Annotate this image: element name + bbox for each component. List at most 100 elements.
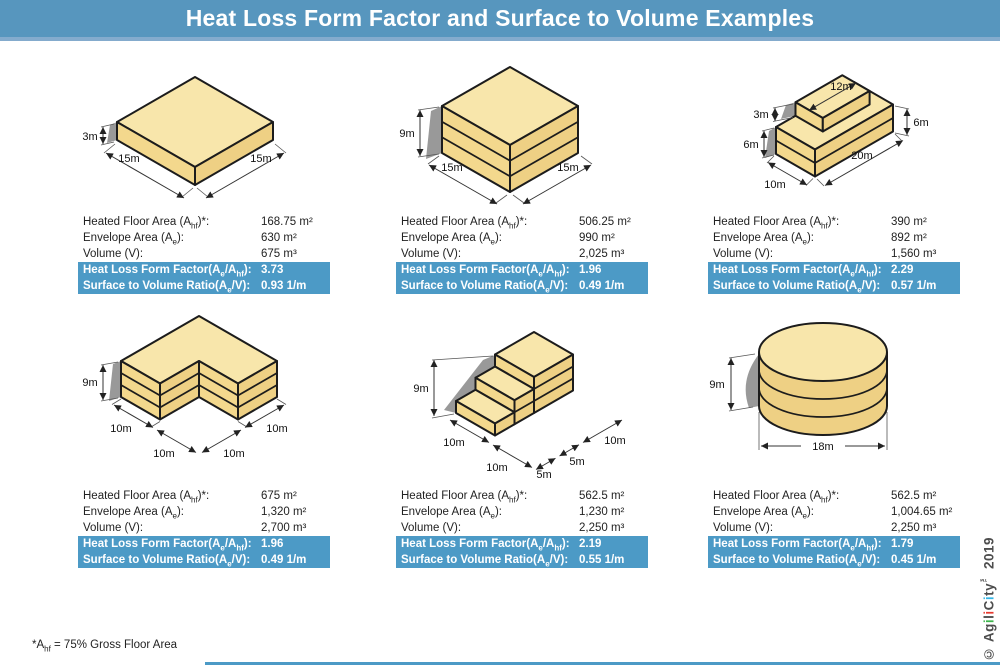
stat-row-surface_to_volume: Surface to Volume Ratio(Ae/V):0.49 1/m [78, 552, 330, 568]
dim-label: 10m [110, 423, 131, 435]
stat-label: Envelope Area (Ae): [401, 506, 502, 521]
dimensions: 9m 18m [709, 353, 888, 453]
stat-value: 1.79 [891, 538, 914, 550]
title-bar-strip [0, 37, 1000, 41]
dim-label: 9m [709, 379, 724, 391]
dim-label: 10m [443, 437, 464, 449]
stat-label: Heated Floor Area (Ahf)*: [401, 216, 528, 231]
stat-value: 675 m² [261, 490, 297, 502]
dim-label: 18m [812, 441, 833, 453]
stat-value: 3.73 [261, 264, 284, 276]
figure-stepped-two-tier: 12m 3m 6m 6m 10m [668, 47, 978, 209]
dim-label: 12m [830, 81, 851, 93]
stat-value: 2.29 [891, 264, 914, 276]
stat-value: 562.5 m² [579, 490, 625, 502]
stat-value: 1,004.65 m² [891, 506, 953, 518]
stat-row-surface_to_volume: Surface to Volume Ratio(Ae/V):0.45 1/m [708, 552, 960, 568]
bottom-accent-line [205, 662, 1000, 665]
stat-row-form_factor: Heat Loss Form Factor(Ae/Ahf):2.19 [396, 536, 648, 552]
dim-label: 5m [536, 469, 551, 481]
dimensions: 9m 10m 10m 10m 10m [82, 361, 288, 460]
stat-label: Surface to Volume Ratio(Ae/V): [401, 280, 569, 295]
shadow [107, 122, 117, 143]
building-faces [441, 66, 579, 193]
stat-row-form_factor: Heat Loss Form Factor(Ae/Ahf):1.79 [708, 536, 960, 552]
stat-value: 2,250 m³ [891, 522, 937, 534]
stat-row-heated_floor_area: Heated Floor Area (Ahf)*:562.5 m² [396, 488, 648, 504]
dimensions: 3m 15m 15m [82, 123, 287, 199]
stat-value: 2,700 m³ [261, 522, 307, 534]
stat-row-surface_to_volume: Surface to Volume Ratio(Ae/V):0.93 1/m [78, 278, 330, 294]
stat-label: Heat Loss Form Factor(Ae/Ahf): [713, 264, 882, 279]
stat-row-envelope_area: Envelope Area (Ae): 630 m² [78, 230, 330, 246]
stat-label: Volume (V): [713, 522, 774, 534]
shape-terraced-steps-drawing: 9m 10m 10m 5m 5m 10m [413, 331, 626, 481]
shape-cylinder-drawing: 9m 18m [709, 322, 888, 453]
dim-label: 5m [569, 456, 584, 468]
stat-label: Envelope Area (Ae): [83, 232, 184, 247]
page-title: Heat Loss Form Factor and Surface to Vol… [185, 5, 815, 31]
figure-l-shaped-block: 9m 10m 10m 10m 10m [38, 294, 356, 483]
stat-row-envelope_area: Envelope Area (Ae): 990 m² [396, 230, 648, 246]
examples-grid: 3m 15m 15m Heated Floor Area (Ahf)*:168.… [0, 41, 1000, 568]
stat-row-heated_floor_area: Heated Floor Area (Ahf)*:675 m² [78, 488, 330, 504]
stat-label: Surface to Volume Ratio(Ae/V): [83, 280, 251, 295]
shape-l-shaped-block-drawing: 9m 10m 10m 10m 10m [82, 315, 288, 460]
building-faces [120, 315, 278, 421]
stat-label: Surface to Volume Ratio(Ae/V): [401, 554, 569, 569]
figure-three-storey-box: 9m 15m 15m [356, 47, 668, 209]
dim-label: 10m [486, 462, 507, 474]
stat-label: Heat Loss Form Factor(Ae/Ahf): [83, 538, 252, 553]
stat-row-form_factor: Heat Loss Form Factor(Ae/Ahf):1.96 [396, 262, 648, 278]
stat-row-envelope_area: Envelope Area (Ae): 1,004.65 m² [708, 504, 960, 520]
stat-value: 1.96 [261, 538, 284, 550]
stat-value: 1,560 m³ [891, 248, 937, 260]
dim-label: 9m [399, 128, 414, 140]
stat-row-envelope_area: Envelope Area (Ae):1,320 m² [78, 504, 330, 520]
dim-label: 10m [764, 179, 785, 191]
stat-value: 675 m³ [261, 248, 297, 260]
dimensions: 12m 3m 6m 6m 10m [743, 81, 928, 191]
stat-label: Volume (V): [83, 248, 144, 260]
shadow [426, 106, 442, 159]
shape-flat-slab-drawing: 3m 15m 15m [82, 76, 287, 199]
stat-row-form_factor: Heat Loss Form Factor(Ae/Ahf): 1.96 [78, 536, 330, 552]
footnote: *Ahf = 75% Gross Floor Area [32, 639, 178, 654]
figure-flat-slab: 3m 15m 15m [38, 47, 356, 209]
stat-label: Heat Loss Form Factor(Ae/Ahf): [401, 538, 570, 553]
stat-value: 2,250 m³ [579, 522, 625, 534]
stat-row-heated_floor_area: Heated Floor Area (Ahf)*:506.25 m² [396, 214, 648, 230]
stat-value: 0.57 1/m [891, 280, 937, 292]
stat-row-surface_to_volume: Surface to Volume Ratio(Ae/V):0.55 1/m [396, 552, 648, 568]
stat-row-form_factor: Heat Loss Form Factor(Ae/Ahf): 2.29 [708, 262, 960, 278]
dim-label: 10m [266, 423, 287, 435]
stat-value: 562.5 m² [891, 490, 937, 502]
stat-value: 990 m² [579, 232, 615, 244]
stat-label: Envelope Area (Ae): [713, 506, 814, 521]
stat-label: Envelope Area (Ae): [83, 506, 184, 521]
stat-label: Volume (V): [713, 248, 774, 260]
stat-value: 0.45 1/m [891, 554, 937, 566]
figure-terraced-steps: 9m 10m 10m 5m 5m 10m [356, 294, 668, 483]
stat-label: Envelope Area (Ae): [401, 232, 502, 247]
stat-row-envelope_area: Envelope Area (Ae):1,230 m² [396, 504, 648, 520]
stat-row-volume: Volume (V): 2,250 m³ [708, 520, 960, 536]
example-cylinder: 9m 18m Heated Floor Area (Ahf)*:562.5 m²… [668, 294, 978, 568]
example-terraced-steps: 9m 10m 10m 5m 5m 10m Heated Floor Area [356, 294, 668, 568]
stat-value: 390 m² [891, 216, 927, 228]
stat-row-envelope_area: Envelope Area (Ae):892 m² [708, 230, 960, 246]
stat-value: 0.49 1/m [579, 280, 625, 292]
dim-label: 10m [604, 435, 625, 447]
stat-row-heated_floor_area: Heated Floor Area (Ahf)*:168.75 m² [78, 214, 330, 230]
dim-label: 6m [913, 117, 928, 129]
title-bar: Heat Loss Form Factor and Surface to Vol… [0, 0, 1000, 37]
stat-row-volume: Volume (V): 1,560 m³ [708, 246, 960, 262]
shape-three-storey-box-drawing: 9m 15m 15m [399, 66, 593, 205]
stat-value: 630 m² [261, 232, 297, 244]
stat-label: Heat Loss Form Factor(Ae/Ahf): [83, 264, 252, 279]
stat-row-form_factor: Heat Loss Form Factor(Ae/Ahf): 3.73 [78, 262, 330, 278]
stat-label: Surface to Volume Ratio(Ae/V): [713, 280, 881, 295]
